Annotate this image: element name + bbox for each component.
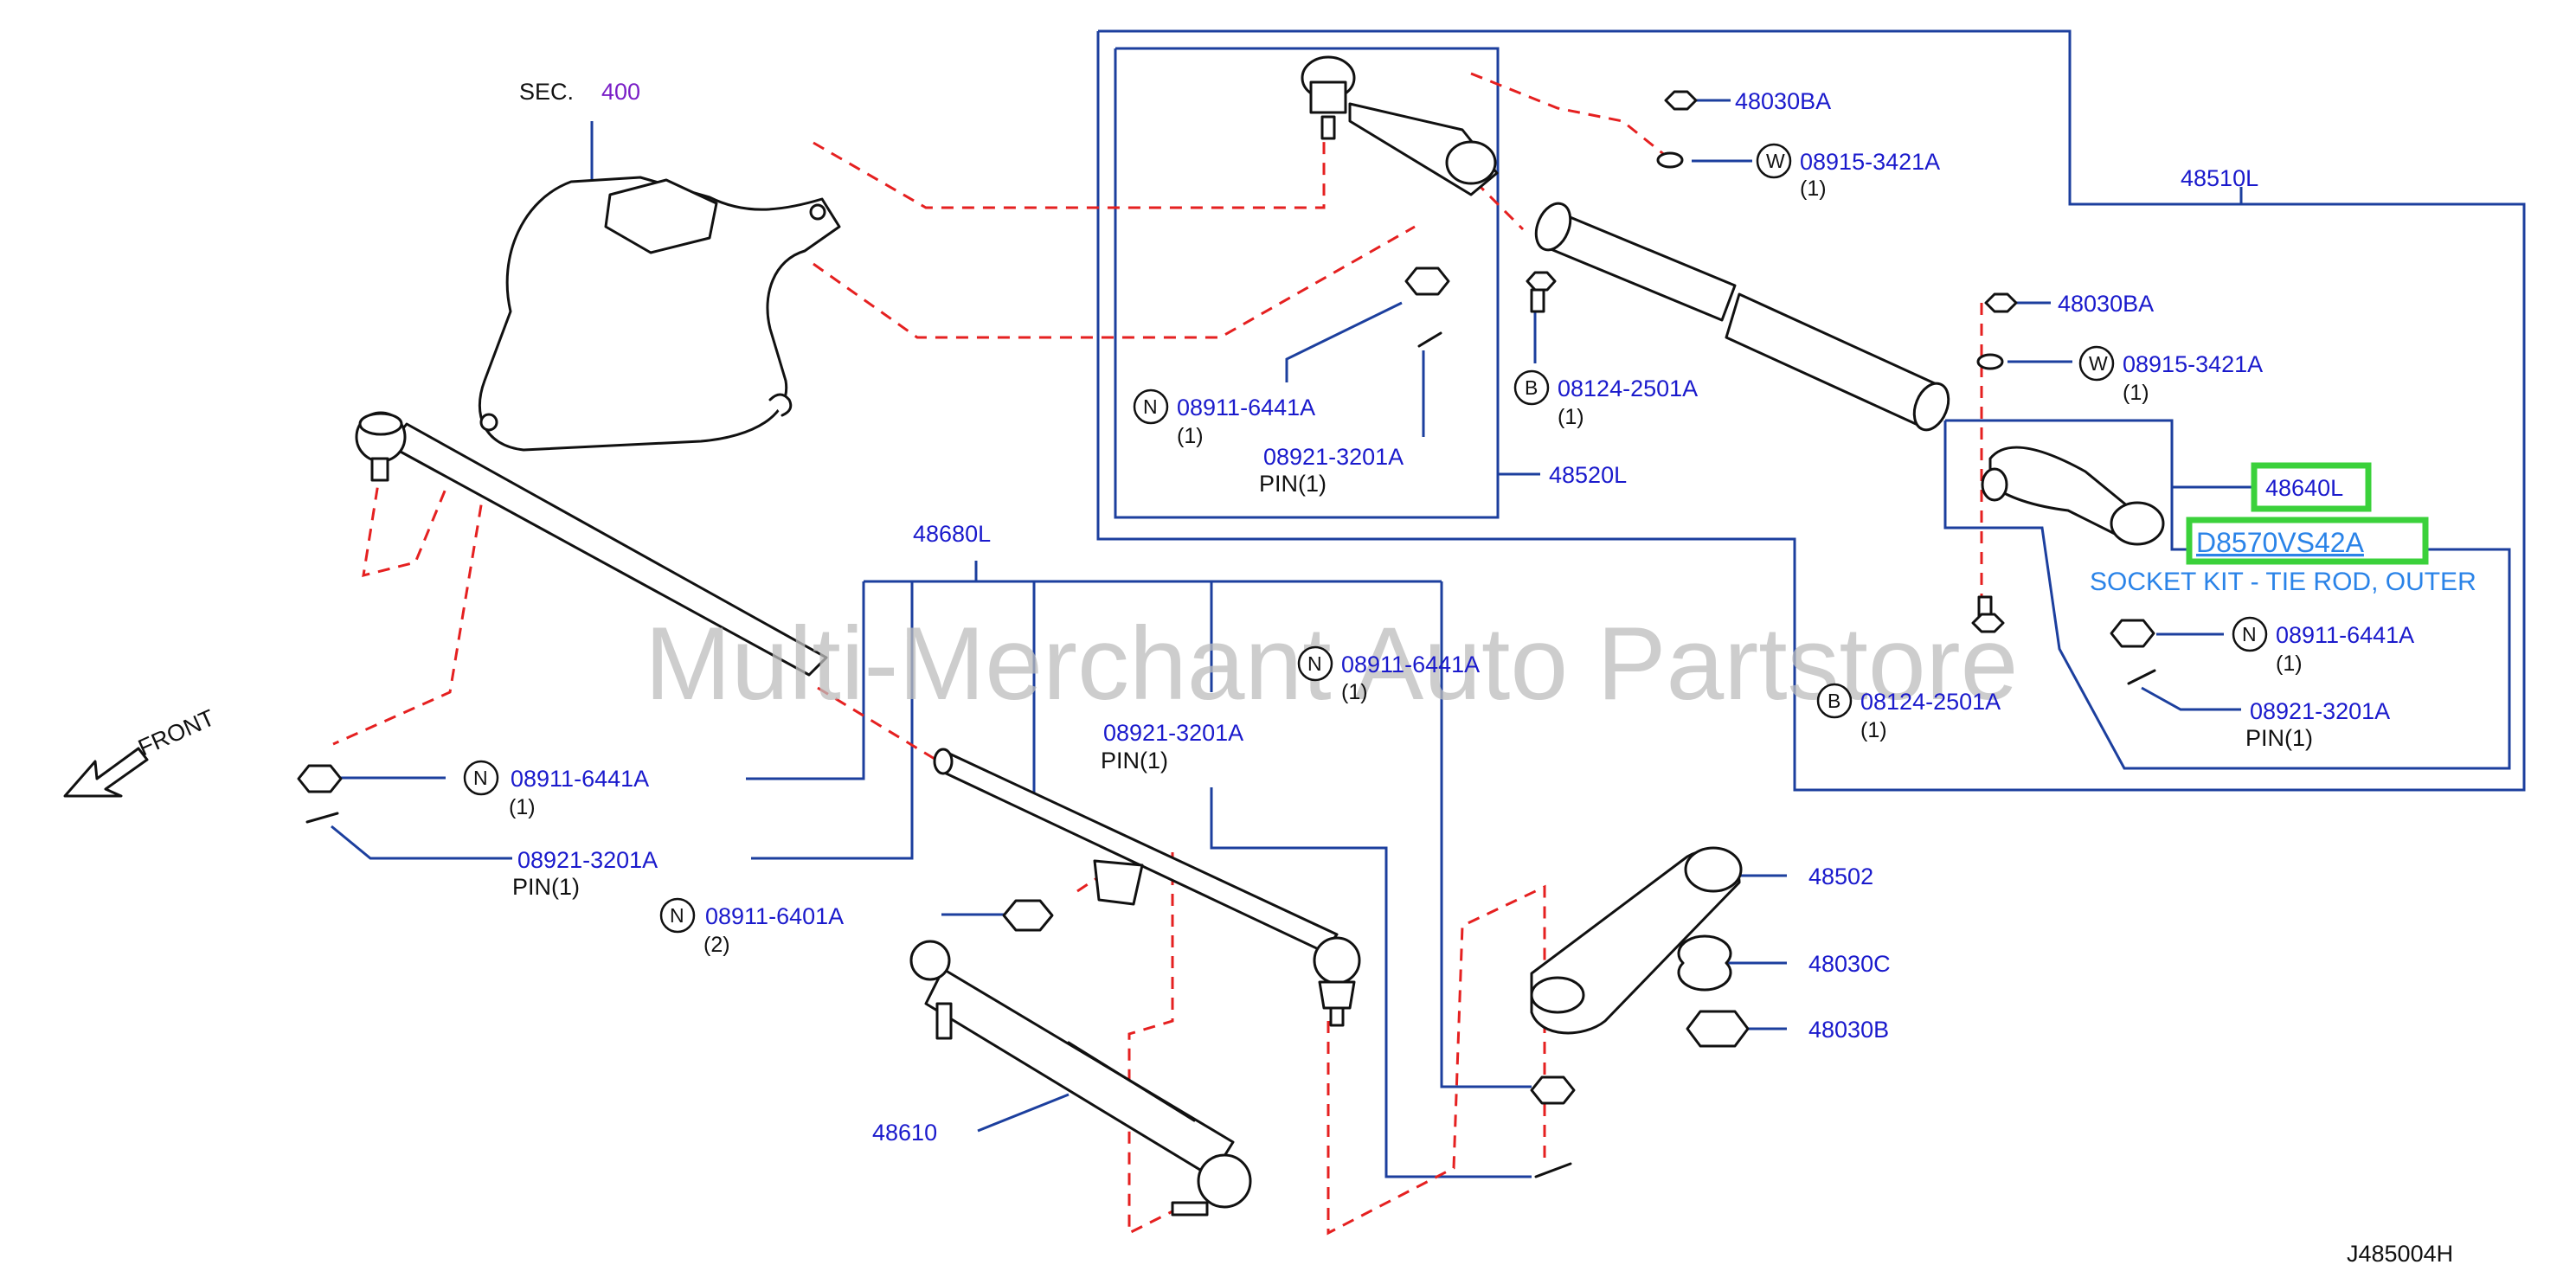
- prefix-b-right: B: [1816, 683, 1853, 719]
- qty-08911-left: (1): [509, 795, 536, 819]
- part-48030BA-right[interactable]: 48030BA: [2058, 291, 2154, 317]
- prefix-b-top: B: [1513, 369, 1550, 406]
- part-08124-top[interactable]: 08124-2501A: [1558, 376, 1698, 401]
- part-08921-left[interactable]: 08921-3201A: [517, 847, 658, 873]
- svg-text:B: B: [1525, 376, 1538, 399]
- pin-08921-middle: PIN(1): [1101, 748, 1168, 774]
- part-48030BA-top[interactable]: 48030BA: [1735, 88, 1831, 114]
- part-48610[interactable]: 48610: [872, 1120, 937, 1146]
- pin-08921-right: PIN(1): [2245, 725, 2313, 751]
- assembly-48510L[interactable]: 48510L: [2181, 165, 2258, 191]
- part-08124-right[interactable]: 08124-2501A: [1860, 689, 2001, 715]
- svg-text:W: W: [1766, 150, 1785, 172]
- pin-08921-48520: PIN(1): [1259, 471, 1327, 497]
- svg-text:N: N: [2242, 623, 2257, 645]
- qty-08915-top: (1): [1800, 177, 1827, 201]
- adjusting-sleeve: [1534, 202, 1950, 432]
- pitman-arm: [1530, 846, 1743, 1035]
- prefix-w-top: W: [1756, 143, 1792, 179]
- kit-description: SOCKET KIT - TIE ROD, OUTER: [2090, 568, 2476, 596]
- prefix-n-48520: N: [1133, 388, 1169, 425]
- inner-tie-rod-left: [355, 411, 828, 677]
- qty-08124-top: (1): [1558, 405, 1584, 429]
- pin-08921-left: PIN(1): [512, 874, 580, 900]
- svg-text:N: N: [473, 767, 488, 789]
- prefix-n-left: N: [463, 760, 499, 796]
- part-08911-right[interactable]: 08911-6441A: [2276, 622, 2414, 648]
- part-48030B[interactable]: 48030B: [1808, 1017, 1889, 1043]
- svg-text:B: B: [1828, 690, 1840, 712]
- part-08911-6401A[interactable]: 08911-6401A: [705, 903, 844, 929]
- qty-08915-right: (1): [2123, 381, 2149, 405]
- tie-rod-end-right: [1981, 446, 2165, 546]
- sec-prefix: SEC.: [519, 79, 574, 105]
- steering-gear-housing: [478, 176, 841, 452]
- part-48502[interactable]: 48502: [1808, 863, 1873, 889]
- kit-number-link[interactable]: D8570VS42A: [2196, 527, 2365, 558]
- prefix-n-6401: N: [659, 897, 696, 934]
- sec-number-link[interactable]: 400: [601, 79, 640, 105]
- highlight-box-part: [2251, 462, 2372, 512]
- part-08911-middle[interactable]: 08911-6441A: [1341, 652, 1480, 677]
- washers-and-nuts: [297, 90, 2156, 1178]
- diagram-id: J485004H: [2347, 1241, 2453, 1267]
- part-08921-48520[interactable]: 08921-3201A: [1263, 444, 1404, 470]
- front-label: FRONT: [134, 704, 218, 761]
- svg-text:W: W: [2089, 352, 2108, 375]
- relay-rod: [933, 748, 1361, 1027]
- part-08921-middle[interactable]: 08921-3201A: [1103, 720, 1243, 746]
- qty-08911-48520: (1): [1177, 424, 1204, 448]
- highlight-box-kit: [2186, 517, 2429, 565]
- assembly-48520L[interactable]: 48520L: [1549, 462, 1627, 488]
- part-08911-48520[interactable]: 08911-6441A: [1177, 395, 1315, 421]
- part-08911-left[interactable]: 08911-6441A: [511, 766, 649, 792]
- front-arrow: [63, 747, 149, 798]
- svg-text:N: N: [1307, 652, 1322, 675]
- labels: SEC. 400 FRONT 48030BA W 08915-3421A (1)…: [134, 79, 2476, 1267]
- steering-damper: [909, 940, 1252, 1217]
- qty-08124-right: (1): [1860, 718, 1887, 742]
- qty-08911-6401A: (2): [703, 933, 730, 957]
- part-48030C[interactable]: 48030C: [1808, 951, 1891, 977]
- assembly-48680L[interactable]: 48680L: [913, 521, 991, 547]
- svg-text:N: N: [1143, 395, 1158, 418]
- prefix-n-right: N: [2232, 616, 2268, 652]
- part-08921-right[interactable]: 08921-3201A: [2250, 698, 2390, 724]
- prefix-w-right: W: [2078, 345, 2115, 382]
- part-08915-right[interactable]: 08915-3421A: [2123, 351, 2263, 377]
- tie-rod-end-top: [1301, 55, 1499, 196]
- qty-08911-middle: (1): [1341, 680, 1368, 704]
- qty-08911-right: (1): [2276, 652, 2303, 676]
- part-48640L[interactable]: 48640L: [2265, 475, 2343, 501]
- part-08915-top[interactable]: 08915-3421A: [1800, 149, 1940, 175]
- prefix-n-middle: N: [1297, 645, 1333, 682]
- svg-text:N: N: [670, 904, 684, 927]
